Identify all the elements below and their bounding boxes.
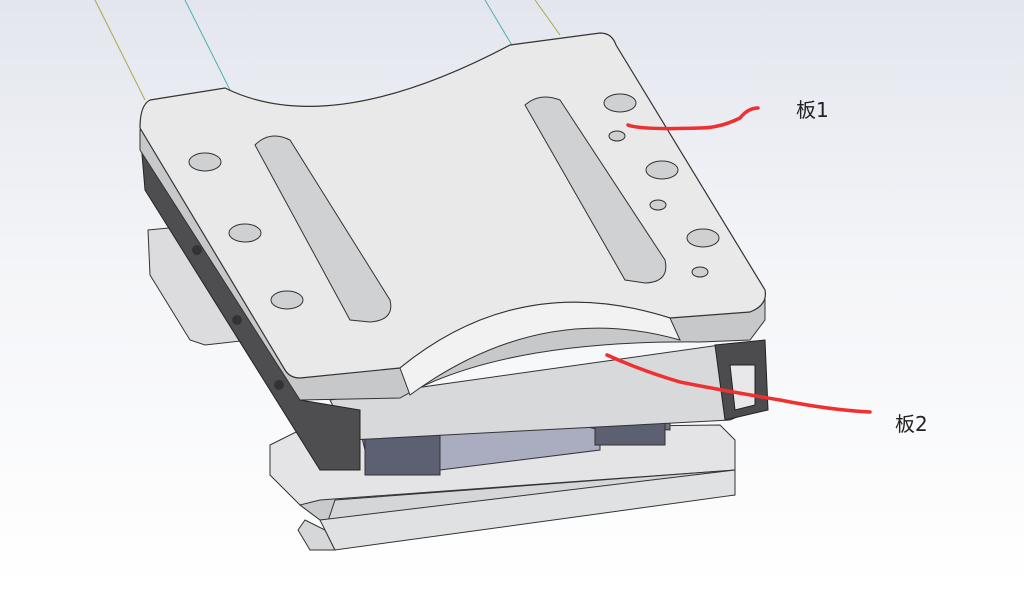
annotation-label-plate1: 板1 [796,98,829,122]
annotation-stroke-plate2 [605,353,872,414]
annotation-label-plate2: 板2 [895,412,928,436]
annotation-stroke-plate1 [626,106,760,131]
plate-1 [139,32,767,401]
